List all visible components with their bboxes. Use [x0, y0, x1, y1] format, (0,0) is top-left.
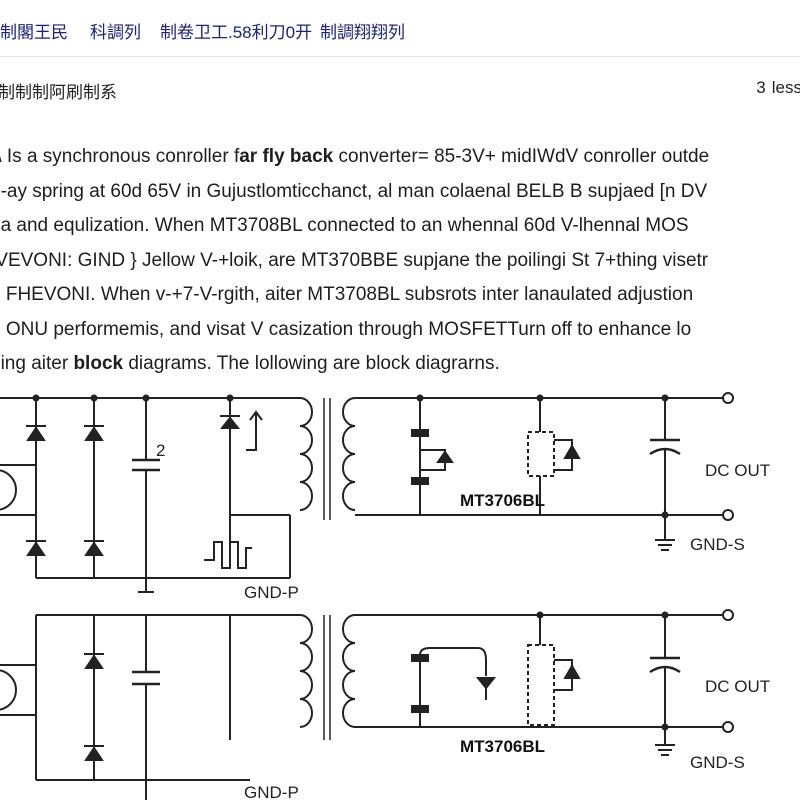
diode-icon: [84, 653, 104, 669]
line-bold-text: ar fly back: [239, 146, 334, 167]
line-text: converter= 85-3V+ midIWdV conroller outd…: [333, 146, 710, 167]
line-text: p-ay spring at 60d 65V in Gujustlomticch…: [0, 180, 708, 202]
paragraph-line: -\ Is a synchronous conroller far fly ba…: [0, 140, 800, 175]
section-title: 制制制阿刷制系: [0, 83, 117, 102]
paragraph-line: na and equlization. When MT3708BL connec…: [0, 209, 800, 244]
section-header: 制制制阿刷制系 3 less: [0, 72, 800, 106]
lessons-link[interactable]: 3 less: [756, 78, 800, 98]
tab-1[interactable]: 制閣王民: [0, 23, 68, 42]
capacitor-mark: 2: [156, 441, 165, 460]
line-text: na and equlization. When MT3708BL connec…: [0, 215, 689, 236]
output-terminal: [722, 721, 734, 733]
mosfet-icon: [204, 541, 252, 569]
chip-label-1: MT3706BL: [460, 491, 545, 510]
transformer-primary-icon: [299, 397, 313, 511]
chip-label-2: MT3706BL: [460, 737, 545, 756]
transformer-primary-icon: [299, 614, 313, 728]
diode-icon: [84, 745, 104, 761]
ac-source-icon: [0, 669, 17, 711]
lessons-label: less: [771, 78, 800, 97]
paragraph-line: ning aiter block diagrams. The lollowing…: [0, 347, 800, 382]
tab-4[interactable]: 制調翔翔列: [320, 23, 405, 42]
gnd-p-label-1: GND-P: [244, 583, 299, 602]
output-terminal: [722, 609, 734, 621]
loop-wire: [419, 647, 487, 727]
line-text: -\ Is a synchronous conroller f: [0, 146, 240, 167]
line-text: diagrams. The lollowing are block diagra…: [123, 353, 500, 374]
diode-icon: [84, 425, 104, 441]
ac-source-icon: [0, 469, 17, 511]
gnd-p-label-2: GND-P: [244, 783, 299, 800]
diode-icon: [26, 540, 46, 556]
tab-3[interactable]: 制卷卫工.58利刀0开: [160, 23, 313, 42]
transformer-secondary-icon: [342, 397, 356, 511]
tab-2[interactable]: 科調列: [90, 23, 141, 42]
diode-icon: [26, 425, 46, 441]
zener-diode-icon: [219, 415, 241, 429]
sync-mosfet-icon: [527, 431, 555, 477]
line-text: IVEVONI: GIND } Jellow V-+loik, are MT37…: [0, 249, 709, 271]
paragraph-line: o FHEVONI. When v-+7-V-rgith, aiter MT37…: [0, 278, 800, 313]
circuit-diagram-1: 2 GND-P MT3706BL: [0, 392, 770, 602]
lessons-count: 3: [756, 78, 766, 97]
gnd-s-label-1: GND-S: [690, 535, 745, 554]
sync-mosfet-icon: [527, 644, 555, 726]
output-terminal: [722, 392, 734, 404]
paragraph-line: o ONU performemis, and visat V casizatio…: [0, 313, 800, 348]
top-nav-bar: 制閣王民 科調列 制卷卫工.58利刀0开 制調翔翔列: [0, 0, 800, 57]
description-paragraph: -\ Is a synchronous conroller far fly ba…: [0, 140, 800, 382]
dc-out-label-2: DC OUT: [705, 677, 770, 696]
circuit-diagram-2: GND-P MT3706BL DC OUT GND-S: [0, 609, 770, 800]
line-text: o ONU performemis, and visat V casizatio…: [0, 318, 692, 340]
output-terminal: [722, 509, 734, 521]
line-text: o FHEVONI. When v-+7-V-rgith, aiter MT37…: [0, 284, 694, 305]
line-text: ning aiter: [0, 353, 69, 374]
line-bold-text: block: [73, 353, 124, 374]
gnd-s-label-2: GND-S: [690, 753, 745, 772]
capacitor-icon: [411, 429, 429, 485]
diode-icon: [84, 540, 104, 556]
dc-out-label-1: DC OUT: [705, 461, 770, 480]
paragraph-line: p-ay spring at 60d 65V in Gujustlomticch…: [0, 175, 800, 210]
paragraph-line: IVEVONI: GIND } Jellow V-+loik, are MT37…: [0, 244, 800, 279]
transformer-secondary-icon: [342, 614, 356, 728]
